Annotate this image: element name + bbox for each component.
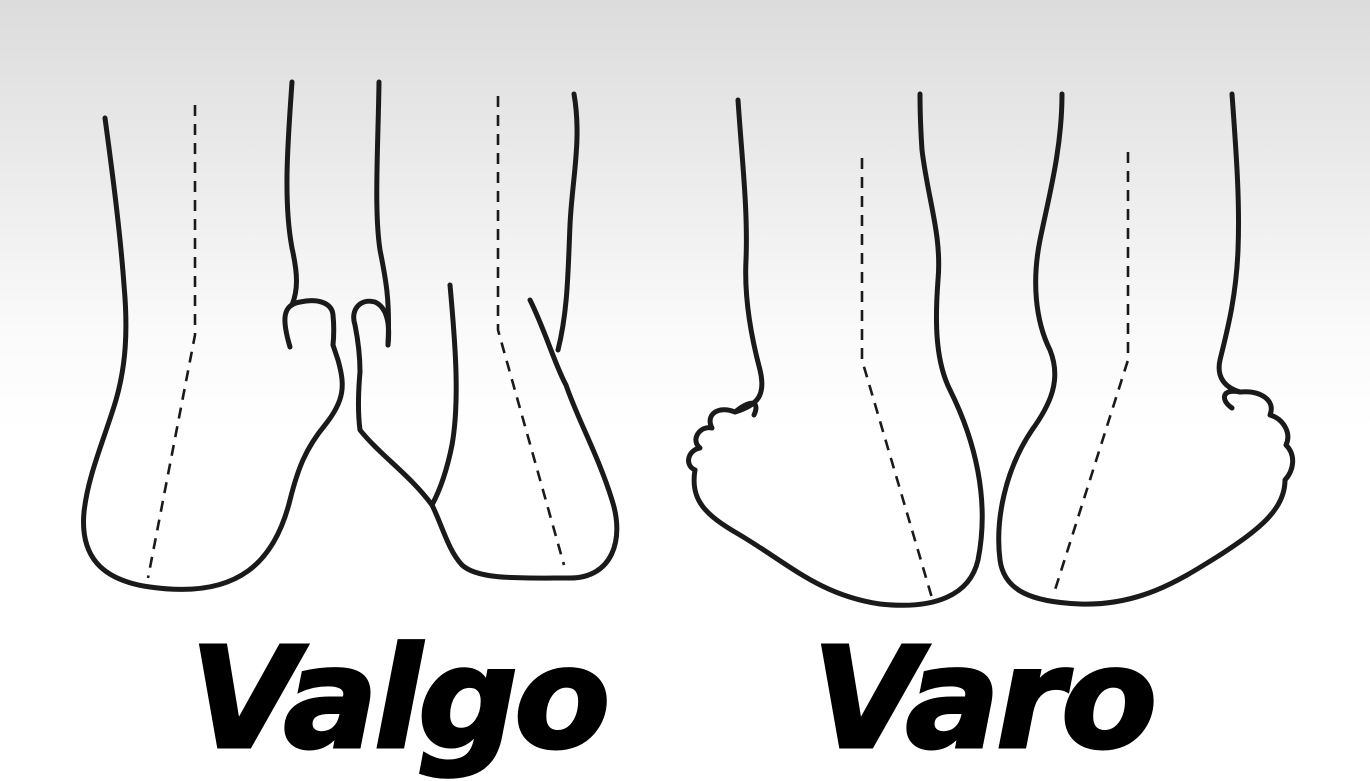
varo-feet-group: [689, 94, 1293, 605]
valgo-right-foot-icon: [354, 82, 617, 578]
varo-left-axis-line: [862, 158, 932, 598]
varo-left-leg-outer-line: [735, 100, 762, 412]
varo-left-foot-icon: [689, 94, 983, 605]
valgo-right-axis-line: [498, 96, 564, 565]
valgo-left-foot-icon: [84, 82, 343, 589]
valgo-left-leg-outer-line: [84, 118, 343, 589]
valgo-right-leg-outer-line: [558, 94, 577, 350]
varo-right-axis-line: [1055, 152, 1128, 590]
varo-right-leg-outer-line: [1219, 94, 1240, 392]
varo-label: Varo: [812, 630, 1153, 770]
valgo-left-axis-line: [148, 105, 195, 578]
valgo-right-heel-outline: [359, 300, 617, 578]
valgo-right-toe-icon: [354, 301, 389, 372]
varo-left-heel-outline: [694, 94, 982, 605]
valgo-left-leg-inner-line: [287, 82, 297, 305]
valgo-right-heel-crease: [432, 285, 456, 505]
valgo-label: Valgo: [190, 630, 606, 770]
varo-right-toe-icon: [1224, 391, 1292, 480]
valgo-left-toe-icon: [285, 301, 334, 347]
varo-left-toe-icon: [689, 403, 756, 470]
valgo-feet-group: [84, 82, 617, 589]
varo-right-heel-outline: [999, 94, 1285, 604]
varo-right-foot-icon: [999, 94, 1293, 604]
